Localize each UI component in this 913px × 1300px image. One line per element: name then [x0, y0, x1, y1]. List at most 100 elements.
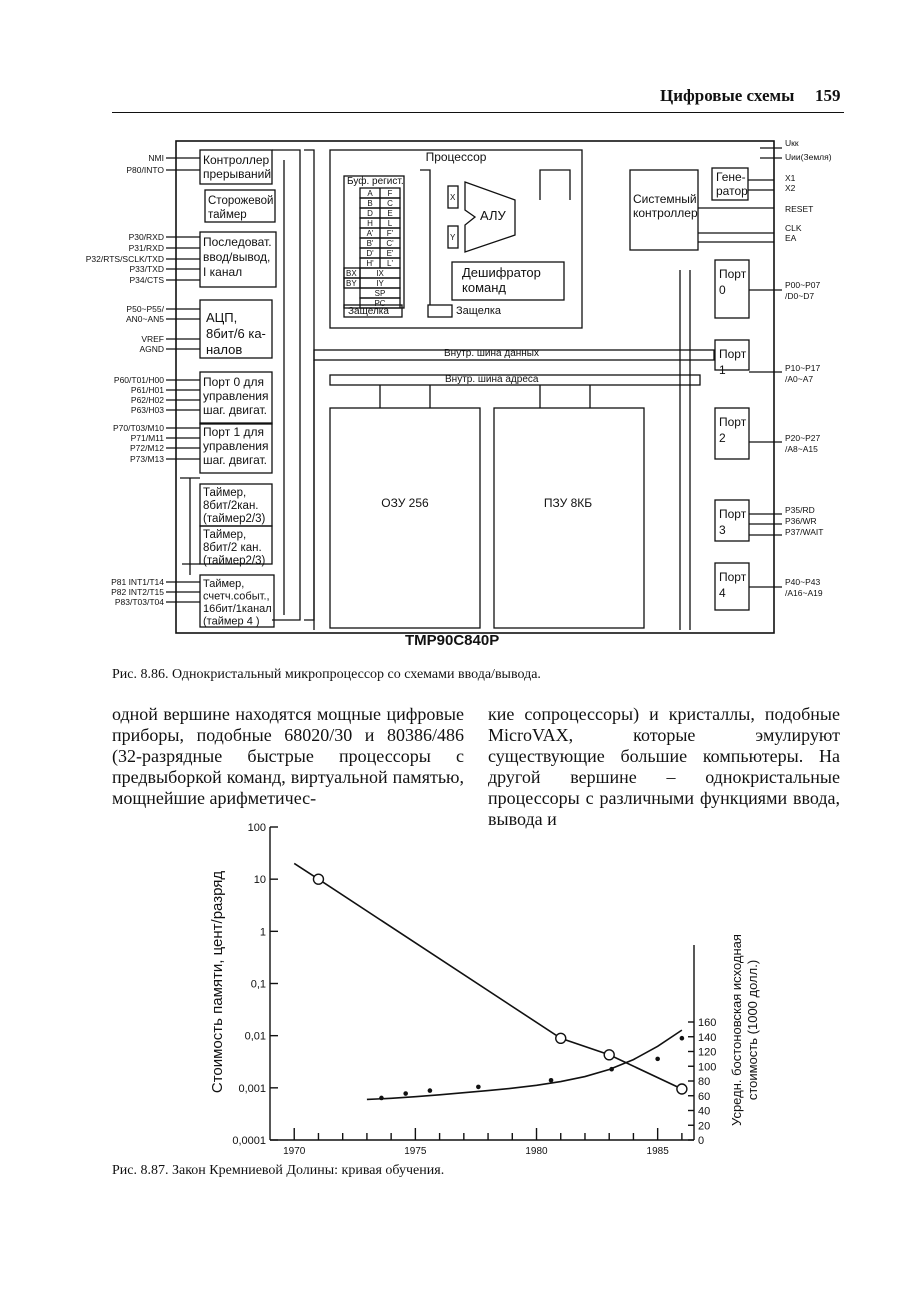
ram-label: ОЗУ 256: [381, 496, 429, 510]
left-bus-outer: [272, 149, 301, 621]
rom-block: [493, 407, 645, 629]
chart-dot-point: [403, 1091, 408, 1096]
adc-label: 8бит/6 ка-: [206, 326, 266, 341]
chart-dot-point: [476, 1084, 481, 1090]
port-0-label: Порт: [719, 267, 747, 281]
chart-y2-tick-label: 40: [698, 1106, 710, 1118]
chart-y-axis-label: Стоимость памяти, цент/разряд: [209, 871, 226, 1094]
register-name: B': [367, 239, 374, 248]
chart-y2-tick-label: 160: [698, 1017, 716, 1029]
left-pin-label: P31/RXD: [129, 243, 164, 253]
port1-stepper-label: Порт 1 для: [203, 425, 264, 439]
address-bus: [329, 374, 701, 386]
port0-stepper-label: шаг. двигат.: [203, 403, 267, 417]
chart-y-tick-label: 0,0001: [232, 1135, 266, 1147]
chart-y-tick-label: 100: [248, 822, 266, 834]
processor-internal-bus: [420, 169, 431, 305]
right-pin-label: X2: [785, 183, 796, 193]
register-side-name: BX: [346, 269, 357, 278]
register-file-label: Буф. регист.: [347, 175, 404, 187]
address-bus-label: Внутр. шина адреса: [445, 374, 539, 385]
figure-caption-8-87: Рис. 8.87. Закон Кремниевой Долины: крив…: [112, 1163, 445, 1178]
timer3-label: (таймер 4 ): [203, 616, 260, 628]
alu-shape: [464, 181, 516, 253]
chart-y2-tick-label: 140: [698, 1032, 716, 1044]
right-pin-label: /D0~D7: [785, 291, 814, 301]
chart-series-line: [293, 862, 683, 1090]
right-pin-label: P10~P17: [785, 363, 820, 373]
left-pin-label: AGND: [139, 344, 164, 354]
interrupt-controller-label: Контроллер: [203, 153, 270, 167]
left-pin-label: P60/T01/H00: [114, 375, 164, 385]
register-name: H: [367, 219, 373, 228]
left-pin-label: P82 INT2/T15: [111, 587, 164, 597]
register-side: [343, 277, 361, 289]
port-2-block: [714, 407, 750, 460]
port-2-label: Порт: [719, 415, 747, 429]
register-name: B: [367, 199, 372, 208]
timer1-label: Таймер,: [203, 487, 246, 499]
port-1-block: [714, 339, 750, 371]
timer-block-2: [199, 525, 273, 565]
chart-dot-point: [427, 1088, 433, 1093]
chip-outline: [175, 140, 775, 634]
register-name: D: [367, 209, 373, 218]
chart-y2-tick-label: 60: [698, 1091, 710, 1103]
body-text-right-column: кие сопроцессоры) и кристаллы, подобные …: [488, 704, 840, 829]
chart-y2-tick-label: 100: [698, 1061, 716, 1073]
register-name: F: [388, 189, 393, 198]
register-side-name: BY: [346, 279, 357, 288]
chart-dot-point: [679, 1035, 685, 1041]
chart-open-point: [676, 1083, 688, 1095]
decoder-label: команд: [462, 280, 506, 295]
register-name: E': [387, 249, 394, 258]
port1-stepper-label: шаг. двигат.: [203, 453, 267, 467]
chart-y2-tick-label: 20: [698, 1120, 710, 1132]
figure-caption-8-86: Рис. 8.86. Однокристальный микропроцессо…: [112, 667, 541, 682]
timer3-label: Таймер,: [203, 578, 244, 590]
clock-generator-label: ратор: [716, 184, 748, 198]
chart-y-tick-label: 10: [254, 874, 266, 886]
left-pin-label: NMI: [148, 153, 164, 163]
processor-label: Процессор: [426, 150, 487, 164]
register-name: E: [387, 209, 392, 218]
chart-dot-point: [548, 1077, 554, 1083]
port-0-block: [714, 259, 750, 319]
interrupt-controller-label: прерываний: [203, 167, 271, 181]
register-name: IX: [376, 269, 384, 278]
header-rule: [112, 112, 844, 113]
running-header-title: Цифровые схемы: [660, 86, 795, 105]
register-name: C': [386, 239, 394, 248]
chart-y2-axis-label: Усредн. бостоновская исходная: [729, 934, 744, 1126]
latch-1-label: Защелка: [348, 306, 389, 317]
chart-y2-tick-label: 120: [698, 1047, 716, 1059]
data-bus: [313, 349, 715, 361]
timer3-label: счетч.событ.,: [203, 591, 270, 603]
serial-io-label: Последоват.: [203, 235, 272, 249]
right-pin-label: /A0~A7: [785, 374, 813, 384]
right-pin-label: P20~P27: [785, 433, 820, 443]
adc-label: налов: [206, 342, 242, 357]
timer1-label: (таймер2/3): [203, 513, 265, 525]
latch-2-label: Защелка: [456, 305, 502, 317]
block-diagram: КонтроллерпрерыванийСторожевойтаймерПосл…: [86, 138, 832, 634]
right-pin-label: P36/WR: [785, 516, 817, 526]
register-name: L: [388, 219, 393, 228]
port-3-label: Порт: [719, 507, 747, 521]
timer2-label: (таймер2/3): [203, 555, 265, 567]
watchdog-timer: [204, 189, 276, 223]
chart-dot-point: [609, 1066, 614, 1072]
port1-stepper-label: управления: [203, 439, 268, 453]
left-pin-label: P70/T03/M10: [113, 423, 164, 433]
processor-block: [329, 149, 583, 329]
clock-generator-label: Гене-: [716, 170, 746, 184]
register-name: IY: [376, 279, 384, 288]
alu-feedback: [539, 169, 571, 200]
rom-label: ПЗУ 8КБ: [544, 496, 592, 510]
serial-io-label: ввод/вывод,: [203, 250, 270, 264]
right-pin-label: EA: [785, 233, 797, 243]
left-pin-label: P30/RXD: [129, 232, 164, 242]
port-4-label: Порт: [719, 570, 747, 584]
timer2-label: Таймер,: [203, 529, 246, 541]
left-pin-label: AN0~AN5: [126, 314, 164, 324]
